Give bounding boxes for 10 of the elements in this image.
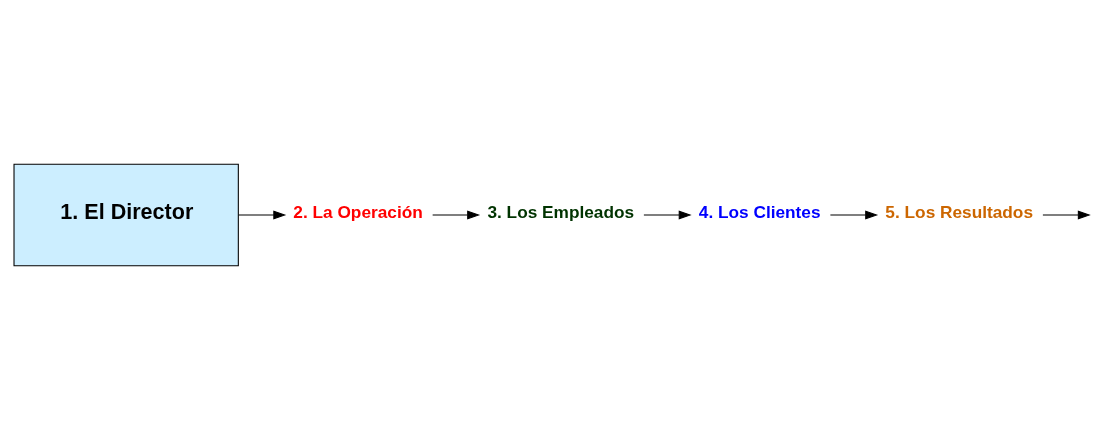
arrow [829, 210, 879, 220]
arrow [643, 210, 692, 220]
node-box: 1. El Director [13, 163, 239, 267]
node-text: 2. La Operación [293, 202, 423, 223]
arrow [432, 210, 481, 220]
node-text: 3. Los Empleados [487, 202, 635, 223]
arrow [238, 210, 287, 220]
node-text: 4. Los Clientes [698, 202, 821, 223]
arrow [1042, 210, 1091, 220]
node-text: 5. Los Resultados [885, 202, 1034, 223]
